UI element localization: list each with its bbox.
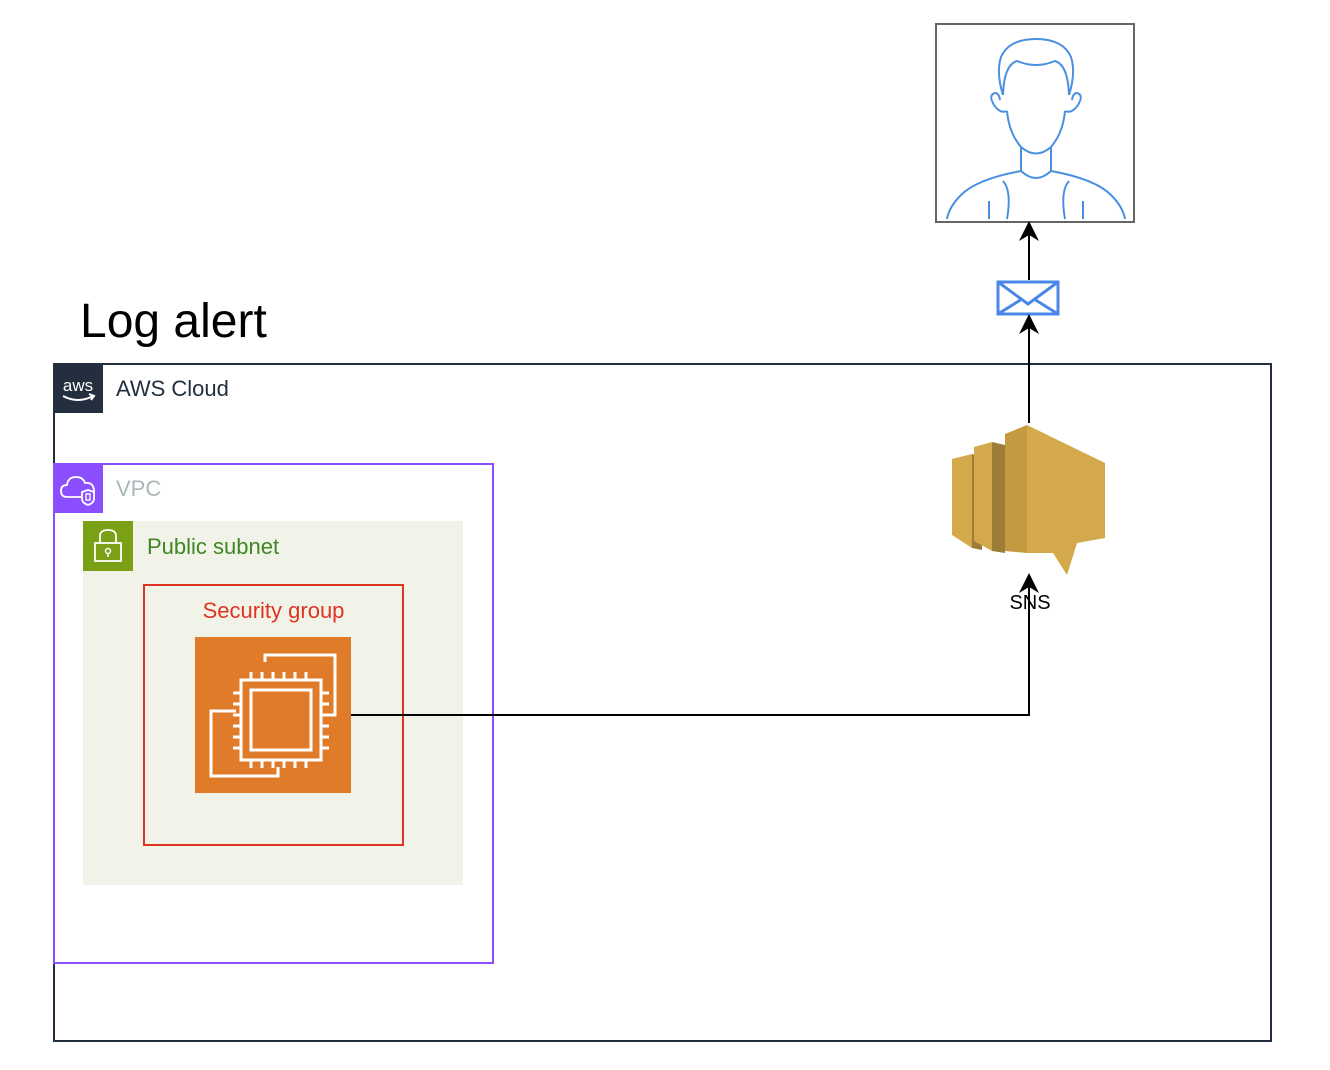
ec2-to-sns-connector: [351, 573, 1039, 716]
diagram-title: Log alert: [80, 295, 267, 348]
svg-text:aws: aws: [63, 376, 93, 395]
envelope-icon: [996, 280, 1060, 316]
vpc-cloud-icon: [53, 463, 103, 513]
user-icon: [935, 23, 1135, 223]
public-subnet-label: Public subnet: [147, 534, 280, 559]
vpc-group: [53, 463, 494, 964]
security-group-label: Security group: [202, 598, 345, 623]
lock-icon: [83, 521, 133, 571]
aws-cloud-label: AWS Cloud: [116, 376, 229, 401]
ec2-instance-icon: [195, 637, 351, 793]
vpc-label: VPC: [116, 476, 162, 501]
aws-logo-icon: aws: [53, 363, 103, 413]
sns-icon: [950, 423, 1110, 583]
